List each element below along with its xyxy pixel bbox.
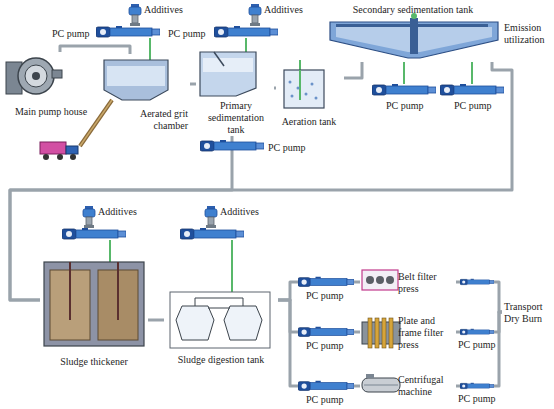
aeration-tank [284,70,324,108]
grit-chamber [80,60,168,146]
pipe-connector [190,83,196,86]
pipe-connector [344,62,362,78]
part-label: PC pump [306,340,344,352]
unit-box: Belt filter press [360,266,456,300]
unit-label: Aeration tank [280,116,339,128]
part-label: PC pump [268,142,306,154]
part-label: PC pump [52,28,90,40]
dosing-pump [129,4,141,26]
primary-tank [200,52,256,96]
unit-box: Plate and frame filter press [360,312,456,354]
pc-pump [460,279,494,285]
unit-box: Aeration tank [274,64,344,128]
part-label: Additives [144,4,183,16]
part-label: Additives [264,4,303,16]
pc-pump [214,26,278,37]
pipe-connector [148,319,164,322]
centrifuge [362,374,400,392]
unit-label: Sludge digestion tank [176,354,267,366]
unit-box: Secondary sedimentation tank [326,4,500,62]
pc-pump [440,84,504,95]
truck [40,142,78,160]
pc-pump [180,228,244,239]
unit-box: Primary sedimentation tank [196,48,276,136]
pc-pump [460,329,494,335]
part-label: PC pump [458,339,496,351]
pc-pump [298,327,354,337]
unit-label: Primary sedimentation tank [198,100,274,136]
dosing-pump [249,4,261,26]
pc-pump [62,228,126,239]
part-label: Additives [98,206,137,218]
unit-label: Secondary sedimentation tank [351,4,476,16]
unit-label: Main pump house [13,106,89,118]
pump-house [6,58,62,94]
part-label: PC pump [454,100,492,112]
unit-label: Aerated grit chamber [124,108,190,132]
pc-pump [298,277,354,287]
unit-label: Centrifugal machine [396,374,456,398]
digestion-tanks [170,292,270,348]
pc-pumps [62,26,504,390]
pc-pump [96,26,160,37]
pc-pump [298,381,354,391]
unit-label: Sludge thickener [58,356,129,368]
pc-pump [200,140,264,151]
unit-label: Belt filter press [396,271,456,295]
pc-pump [460,383,494,389]
plate-press [362,318,400,348]
pc-pump [372,84,436,95]
part-label: PC pump [306,290,344,302]
part-label: PC pump [386,100,424,112]
dosing-pump [83,206,95,228]
unit-label: Plate and frame filter press [396,315,456,351]
unit-box: Sludge thickener [40,256,148,368]
part-label: PC pump [168,28,206,40]
part-label: Emission utilization [504,22,552,46]
pipe-connector [278,300,360,386]
pipe-connector [456,312,502,386]
unit-box: Centrifugal machine [360,368,456,404]
unit-label: Transport Dry Burn [502,301,554,325]
unit-box: Main pump house [4,52,98,118]
pipe-connector [456,282,502,312]
unit-box: Transport Dry Burn [502,290,554,336]
dosing-pump [205,206,217,228]
unit-box: Sludge digestion tank [164,286,278,366]
pipe-connector [274,87,276,90]
part-label: Additives [220,206,259,218]
part-label: PC pump [458,393,496,405]
part-label: PC pump [306,394,344,406]
secondary-tank [330,13,498,58]
pipe-connector [60,46,130,54]
unit-box: Aerated grit chamber [100,54,190,132]
belt-press [362,270,398,290]
pipe-connector [456,312,502,332]
thickener-tank [44,262,144,346]
